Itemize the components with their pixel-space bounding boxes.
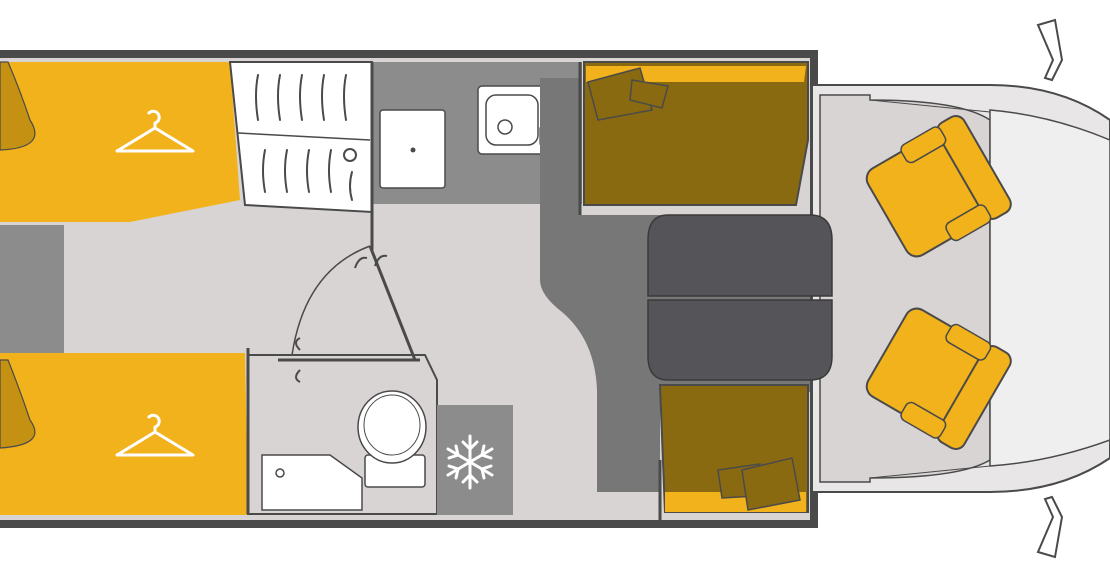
wardrobe-icon: [255, 74, 357, 201]
table-icon: [647, 214, 833, 381]
seat-icon: [865, 115, 1012, 258]
door-swing-icon: [278, 245, 420, 383]
bench-lower: [658, 384, 809, 513]
cab: [811, 18, 1110, 559]
hanger-icon: [115, 109, 195, 153]
snowflake-icon: [446, 434, 494, 490]
toilet-icon: [357, 390, 427, 488]
mirror-top-icon: [1036, 18, 1064, 82]
bench-upper: [583, 61, 809, 206]
hanger-icon: [115, 413, 195, 457]
pillow-icon: [587, 67, 669, 121]
bathroom: [246, 245, 438, 515]
seat-icon: [865, 307, 1012, 450]
wardrobe: [228, 61, 373, 214]
mirror-bottom-icon: [1036, 495, 1064, 559]
fridge: [437, 405, 513, 515]
interior-walls: [370, 62, 662, 520]
bed-upper: [0, 61, 240, 222]
bed-lower: [0, 353, 248, 515]
pillow-icon: [717, 457, 801, 511]
